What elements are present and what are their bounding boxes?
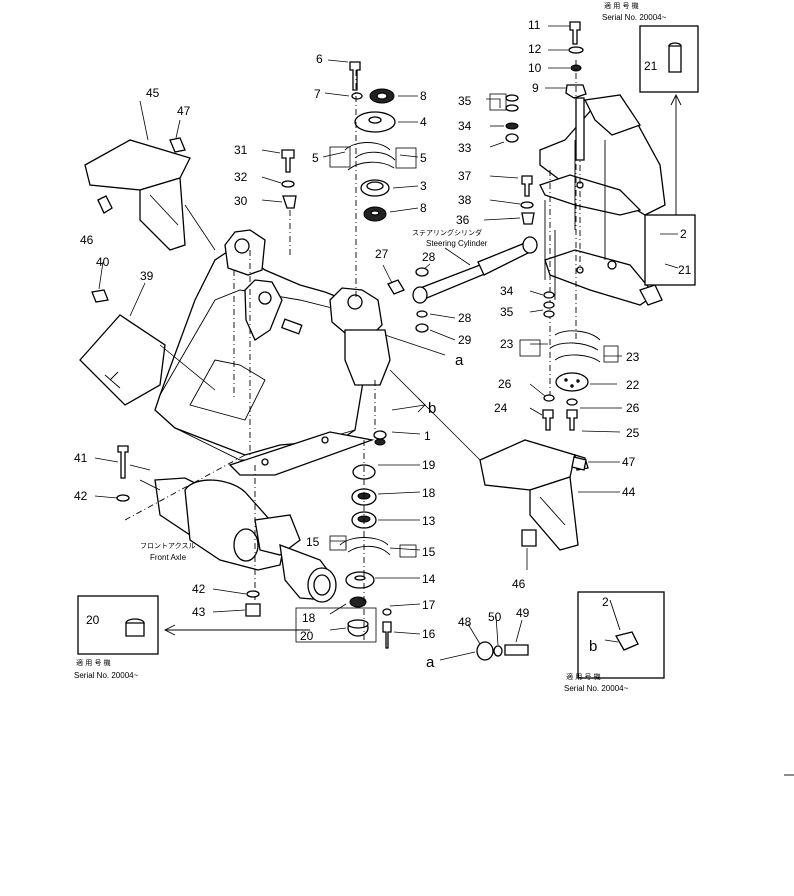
callout-50: 50	[488, 610, 502, 624]
brackets	[295, 93, 619, 643]
callout-23: 23	[626, 350, 640, 364]
callout-33: 33	[458, 141, 472, 155]
callout-37: 37	[458, 169, 472, 183]
callout-b: b	[428, 400, 436, 417]
callout-36: 36	[456, 213, 470, 227]
serial-note: Serial No. 20004~	[564, 684, 629, 693]
callout-35: 35	[500, 305, 514, 319]
callout-22: 22	[626, 378, 640, 392]
callout-35: 35	[458, 94, 472, 108]
callout-labels: 1 2 2 3 4 5 5 6 7 8 8 9 10 11 12 13 14 1…	[74, 18, 692, 671]
callout-18: 18	[302, 611, 316, 625]
callout-20: 20	[86, 613, 100, 627]
front-axle	[124, 454, 337, 603]
inset-box-2	[577, 591, 665, 679]
serial-note-jp: 適 用 号 機	[604, 1, 639, 10]
callout-39: 39	[140, 269, 154, 283]
rear-frame	[539, 94, 666, 400]
inset-box-20	[77, 595, 310, 655]
callout-46: 46	[512, 577, 526, 591]
callout-8: 8	[420, 89, 427, 103]
callout-26: 26	[626, 401, 640, 415]
callout-17: 17	[422, 598, 436, 612]
callout-47: 47	[622, 455, 636, 469]
callout-31: 31	[234, 143, 248, 157]
callout-30: 30	[234, 194, 248, 208]
callout-15: 15	[306, 535, 320, 549]
bottom-small-parts	[476, 641, 529, 661]
callout-27: 27	[375, 247, 389, 261]
callout-24: 24	[494, 401, 508, 415]
callout-11: 11	[528, 18, 541, 32]
callout-21: 21	[678, 263, 692, 277]
callout-1: 1	[424, 429, 431, 443]
steering-cylinder	[412, 236, 538, 304]
callout-2: 2	[680, 227, 687, 241]
callout-5: 5	[312, 151, 319, 165]
callout-10: 10	[528, 61, 542, 75]
callout-28: 28	[422, 250, 436, 264]
callout-19: 19	[422, 458, 436, 472]
callout-26: 26	[498, 377, 512, 391]
callout-47: 47	[177, 104, 191, 118]
fender-left	[84, 139, 216, 251]
serial-note: Serial No. 20004~	[602, 13, 667, 22]
callout-20: 20	[300, 629, 314, 643]
callout-45: 45	[146, 86, 160, 100]
callout-40: 40	[96, 255, 110, 269]
callout-21: 21	[644, 59, 658, 73]
callout-23: 23	[500, 337, 514, 351]
callout-12: 12	[528, 42, 542, 56]
callout-3: 3	[420, 179, 427, 193]
serial-note: Serial No. 20004~	[74, 671, 139, 680]
callout-28: 28	[458, 311, 472, 325]
front-axle-label: Front Axle	[150, 553, 187, 562]
callout-15: 15	[422, 545, 436, 559]
callout-5: 5	[420, 151, 427, 165]
callout-42: 42	[192, 582, 206, 596]
inset-box-21	[639, 25, 699, 286]
serial-note-jp: 適 用 号 機	[76, 658, 111, 667]
callout-49: 49	[516, 606, 530, 620]
callout-a: a	[426, 654, 435, 671]
callout-48: 48	[458, 615, 472, 629]
callout-8: 8	[420, 201, 427, 215]
callout-9: 9	[532, 81, 539, 95]
callout-46: 46	[80, 233, 94, 247]
callout-13: 13	[422, 514, 436, 528]
callout-34: 34	[500, 284, 514, 298]
callout-32: 32	[234, 170, 248, 184]
callout-44: 44	[622, 485, 636, 499]
callout-leaders	[94, 25, 679, 661]
steering-cylinder-label: Steering Cylinder	[426, 239, 488, 248]
callout-34: 34	[458, 119, 472, 133]
callout-25: 25	[626, 426, 640, 440]
callout-a: a	[455, 352, 464, 369]
right-pin-stack	[505, 21, 601, 431]
callout-2: 2	[602, 595, 609, 609]
center-pin-stack	[344, 61, 396, 300]
serial-note-jp: 適 用 号 機	[566, 672, 601, 681]
center-lower-stack	[339, 430, 392, 649]
callout-7: 7	[314, 87, 321, 101]
callout-41: 41	[74, 451, 88, 465]
front-frame	[154, 229, 446, 476]
fender-right	[389, 369, 589, 551]
callout-6: 6	[316, 52, 323, 66]
callout-16: 16	[422, 627, 436, 641]
text-labels: ステアリングシリンダ Steering Cylinder フロントアクスル Fr…	[74, 1, 667, 693]
callout-42: 42	[74, 489, 88, 503]
callout-b: b	[589, 638, 597, 655]
callout-29: 29	[458, 333, 472, 347]
callout-14: 14	[422, 572, 436, 586]
callout-18: 18	[422, 486, 436, 500]
steering-cylinder-jp-label: ステアリングシリンダ	[412, 228, 482, 237]
callout-4: 4	[420, 115, 427, 129]
cover-plate	[79, 314, 216, 406]
callout-38: 38	[458, 193, 472, 207]
callout-43: 43	[192, 605, 206, 619]
front-axle-jp-label: フロントアクスル	[140, 542, 195, 550]
